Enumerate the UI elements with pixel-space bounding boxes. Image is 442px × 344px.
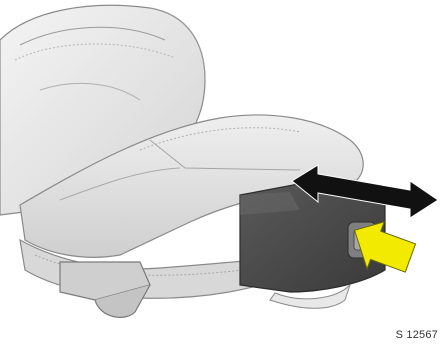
figure-reference-code: S 12567 [396, 329, 438, 341]
seat-adjust-lever [60, 262, 150, 317]
